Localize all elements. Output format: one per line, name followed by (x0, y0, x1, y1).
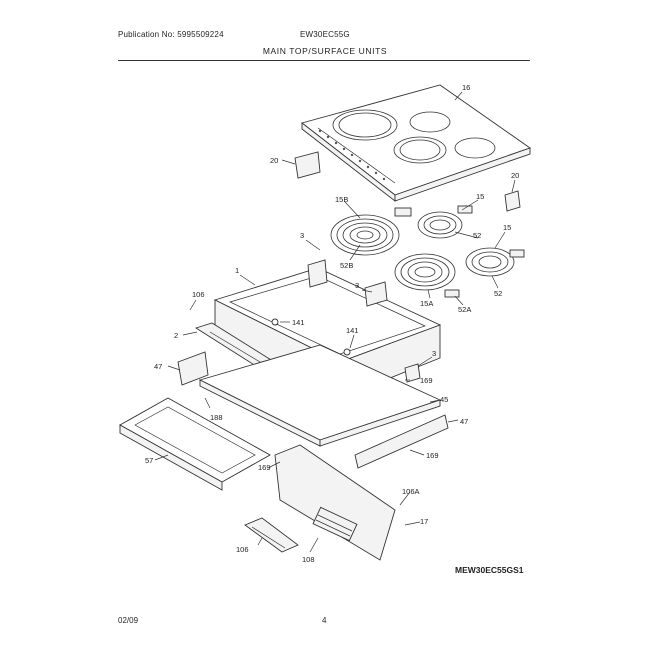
callout-57: 57 (145, 456, 153, 465)
callout-106-top: 106 (192, 290, 205, 299)
callout-169-right: 169 (426, 451, 439, 460)
callout-141-right: 141 (346, 326, 359, 335)
leader-lines (154, 91, 516, 553)
footer-page-number: 4 (322, 616, 327, 625)
callout-17: 17 (420, 517, 428, 526)
callout-47-right: 47 (460, 417, 468, 426)
callout-141-left: 141 (292, 318, 305, 327)
callout-3-top: 3 (300, 231, 304, 240)
callout-52-rear: 52 (473, 231, 481, 240)
callout-15-right: 15 (503, 223, 511, 232)
callout-15a: 15A (420, 299, 433, 308)
callout-106-bottom: 106 (236, 545, 249, 554)
callout-169-top: 169 (420, 376, 433, 385)
callout-15-rear: 15 (476, 192, 484, 201)
callout-188: 188 (210, 413, 223, 422)
callout-3-mid: 3 (355, 281, 359, 290)
surface-element-15-rear-part (417, 205, 473, 239)
callout-1: 1 (235, 266, 239, 275)
surface-element-15b-part (330, 207, 412, 256)
cooktop-glass-part (301, 84, 531, 202)
callout-52-right: 52 (494, 289, 502, 298)
surface-element-15a-part (394, 253, 460, 298)
model-number: EW30EC55G (300, 30, 350, 39)
callout-106a: 106A (402, 487, 420, 496)
bracket-part (307, 259, 421, 383)
callout-108: 108 (302, 555, 315, 564)
glass-clip-part (294, 151, 521, 212)
footer-date: 02/09 (118, 616, 139, 625)
base-panel-part (274, 444, 396, 561)
diagram-code: MEW30EC55GS1 (455, 565, 524, 575)
section-title: MAIN TOP/SURFACE UNITS (262, 46, 388, 56)
side-trim-part (177, 351, 449, 469)
callout-169-left: 169 (258, 463, 271, 472)
callout-20-right: 20 (511, 171, 519, 180)
header-rule (118, 60, 530, 61)
callout-47-left: 47 (154, 362, 162, 371)
drawer-front-part (119, 397, 271, 491)
callout-52a: 52A (458, 305, 471, 314)
callout-15b: 15B (335, 195, 348, 204)
callout-20-left: 20 (270, 156, 278, 165)
callout-52b-label: 52B (340, 261, 353, 270)
screw-part (271, 318, 351, 356)
surface-element-15-right-part (465, 247, 525, 277)
callout-16: 16 (462, 83, 470, 92)
lower-frame-part (198, 344, 442, 447)
publication-number: Publication No: 5995509224 (118, 30, 224, 39)
callout-45: 45 (440, 395, 448, 404)
callout-3-right: 3 (432, 349, 436, 358)
vent-part (244, 517, 299, 553)
callout-2: 2 (174, 331, 178, 340)
